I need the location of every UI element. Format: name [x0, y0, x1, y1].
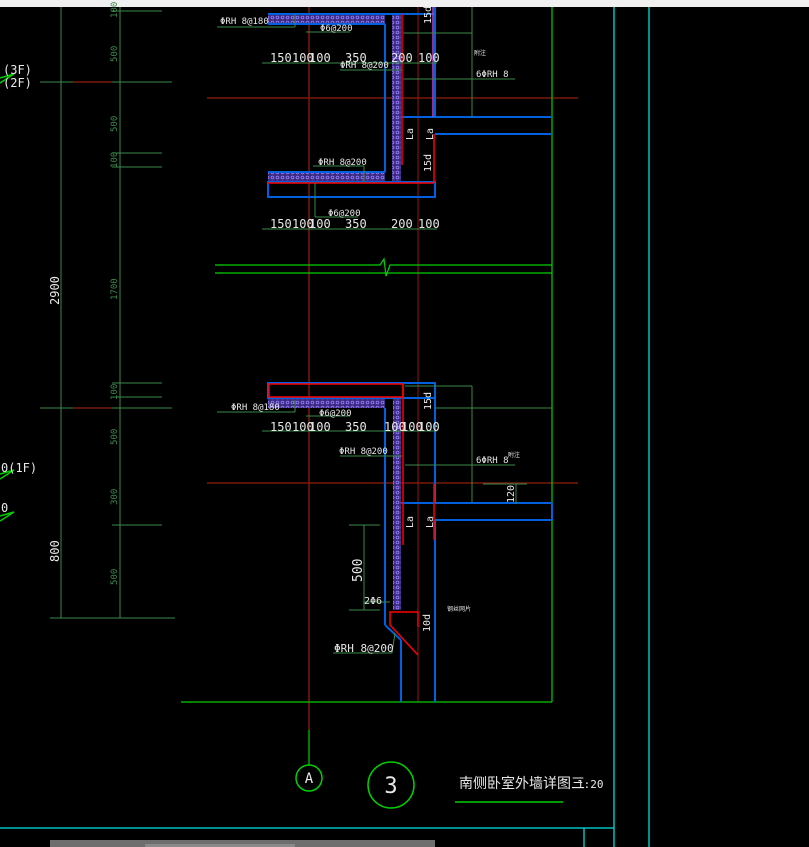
top-dims-upper: 150 100 100 350 200 100 [270, 51, 440, 65]
note-small: 附注 [474, 49, 486, 57]
rebar-label: ΦRH 8@180 [220, 17, 269, 27]
drawing-label: 500 [351, 559, 366, 582]
rebar-label: ΦRH 8@200 [318, 158, 367, 168]
drawing-label: 200 [391, 217, 413, 231]
rebar-label: ΦRH 8@200 [340, 61, 389, 71]
drawing-label: 100 [418, 420, 440, 434]
rebar-label: Φ6@200 [320, 24, 353, 34]
drawing-label: La [405, 516, 416, 528]
note-small: 附注 [508, 451, 520, 459]
drawing-label: 100 [309, 217, 331, 231]
drawing-label: 150 [270, 217, 292, 231]
drawing-label: 120 [506, 485, 517, 503]
drawing-label: 100 [110, 152, 120, 168]
drawing-label: 15d [423, 154, 434, 172]
rebar-note: 6ΦRH 8 [476, 70, 509, 80]
dim-2900: 2900 [48, 276, 62, 305]
drawing-label: 15d [423, 392, 434, 410]
drawing-label: 100 [292, 51, 314, 65]
drawing-label: 500 [110, 46, 120, 62]
dim-800: 800 [48, 540, 62, 562]
drawing-frame [0, 7, 650, 847]
drawing-label: La [405, 128, 416, 140]
rebar-label: ΦRH 8@200 [339, 447, 388, 457]
bottom-dims: 150 100 100 350 100 100 100 [270, 420, 440, 434]
rebar-label: Φ6@200 [328, 209, 361, 219]
axis-bubble-a: A [295, 764, 323, 792]
drawing-title: 南侧卧室外墙详图三 [459, 775, 585, 792]
drawing-scale: 1:20 [577, 778, 604, 791]
drawing-label: 200 [391, 51, 413, 65]
drawing-label: 2Φ6 [364, 596, 382, 607]
drawing-label: 350 [345, 420, 367, 434]
level-markers [0, 73, 15, 522]
level-0-label: 0 [1, 501, 8, 515]
left-dimension-lines [40, 7, 175, 619]
drawing-label: 100 [384, 420, 406, 434]
drawing-label: A [305, 771, 314, 787]
drawing-label: 100 [309, 51, 331, 65]
drawing-label: 100 [292, 420, 314, 434]
drawing-label: 500 [110, 429, 120, 445]
drawing-label: 500 [110, 569, 120, 585]
mesh-note: 钢丝网片 [447, 605, 471, 613]
top-section [217, 7, 552, 230]
outline-green [181, 7, 553, 765]
drawing-label: 1700 [110, 278, 120, 300]
horizontal-scrollbar[interactable] [50, 840, 435, 847]
rebar-note: 6ΦRH 8 [476, 456, 509, 466]
drawing-label: 150 [270, 51, 292, 65]
drawing-label: 10d [422, 614, 433, 632]
bottom-section-labels: ΦRH 8@180 Φ6@200 ΦRH 8@200 ΦRH 8@200 6ΦR… [231, 392, 520, 655]
drawing-label: 3 [384, 774, 397, 799]
drawing-label: 100 [110, 2, 120, 18]
drawing-label: 100 [309, 420, 331, 434]
drawing-label: La [425, 516, 436, 528]
drawing-label: La [425, 128, 436, 140]
rebar-label: ΦRH 8@200 [334, 642, 394, 655]
left-small-dims: 500 500 100 1700 100 500 300 500 100 [110, 2, 120, 585]
drawing-label: 350 [345, 217, 367, 231]
rebar-label: Φ6@200 [319, 409, 352, 419]
drawing-label: 100 [418, 51, 440, 65]
top-dims-lower: 150 100 100 350 200 100 [270, 217, 440, 231]
rebar-label: ΦRH 8@180 [231, 403, 280, 413]
drawing-label: 350 [345, 51, 367, 65]
scrollbar-thumb[interactable] [145, 844, 295, 847]
drawing-label: 300 [110, 489, 120, 505]
drawing-label: 100 [418, 217, 440, 231]
level-3f-label: (3F) [3, 63, 32, 77]
drawing-label: 150 [270, 420, 292, 434]
drawing-label: 100 [401, 420, 423, 434]
drawing-label: 500 [110, 116, 120, 132]
level-1f-label: 0(1F) [1, 461, 37, 475]
bottom-section [217, 382, 553, 702]
level-2f-label: (2F) [3, 76, 32, 90]
top-section-labels: ΦRH 8@180 Φ6@200 ΦRH 8@200 ΦRH 8@200 Φ6@… [220, 6, 509, 219]
detail-number-bubble: 3 [367, 761, 415, 809]
drawing-label: 15d [423, 6, 434, 24]
drawing-label: 100 [292, 217, 314, 231]
top-toolbar-strip [0, 0, 809, 7]
drawing-label: 100 [110, 384, 120, 400]
